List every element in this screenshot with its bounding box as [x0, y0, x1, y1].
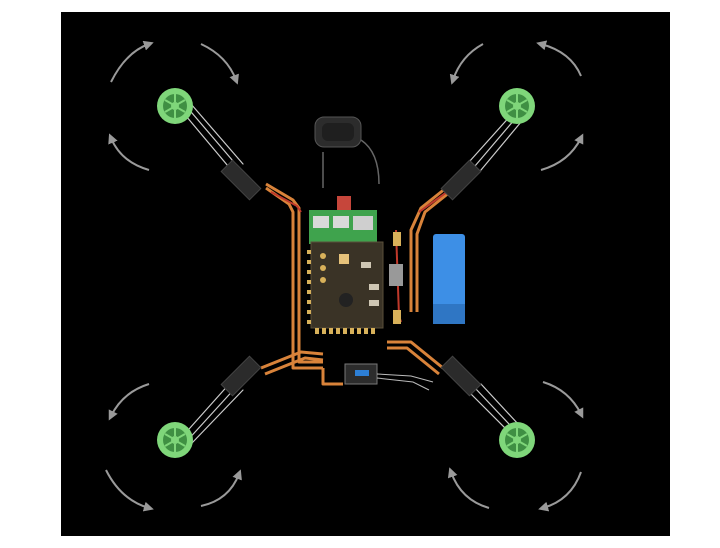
esc-front-right — [440, 159, 482, 201]
arrow-icon — [108, 133, 150, 171]
arrow-icon — [200, 43, 239, 85]
battery — [433, 234, 465, 324]
gps-cable — [360, 139, 380, 185]
arrow-icon — [542, 381, 584, 419]
gps-module — [314, 116, 362, 148]
motor-icon — [157, 422, 193, 458]
motor-icon — [499, 88, 535, 124]
companion-board — [309, 196, 377, 244]
rotation-arrows — [105, 40, 584, 512]
arrow-icon — [536, 40, 582, 77]
drone-wiring-diagram — [61, 12, 670, 536]
motor-icon — [499, 422, 535, 458]
arrow-icon — [200, 469, 242, 507]
motor-rear-left — [157, 422, 193, 458]
motor-icon — [157, 88, 193, 124]
arrow-icon — [447, 467, 490, 509]
receiver — [344, 363, 434, 391]
esc-rear-right — [440, 355, 482, 397]
power-module — [389, 232, 403, 324]
arrow-icon — [540, 133, 584, 171]
escs — [220, 159, 482, 397]
esc-rear-left — [220, 355, 262, 397]
arrow-icon — [105, 469, 154, 512]
motor-rear-right — [499, 422, 535, 458]
esc-front-left — [220, 159, 262, 201]
flight-controller — [307, 241, 384, 334]
arrow-icon — [449, 43, 484, 85]
motor-front-left — [157, 88, 193, 124]
arrow-icon — [110, 40, 154, 83]
motor-front-right — [499, 88, 535, 124]
arrow-icon — [538, 471, 582, 512]
arrow-icon — [108, 383, 150, 421]
